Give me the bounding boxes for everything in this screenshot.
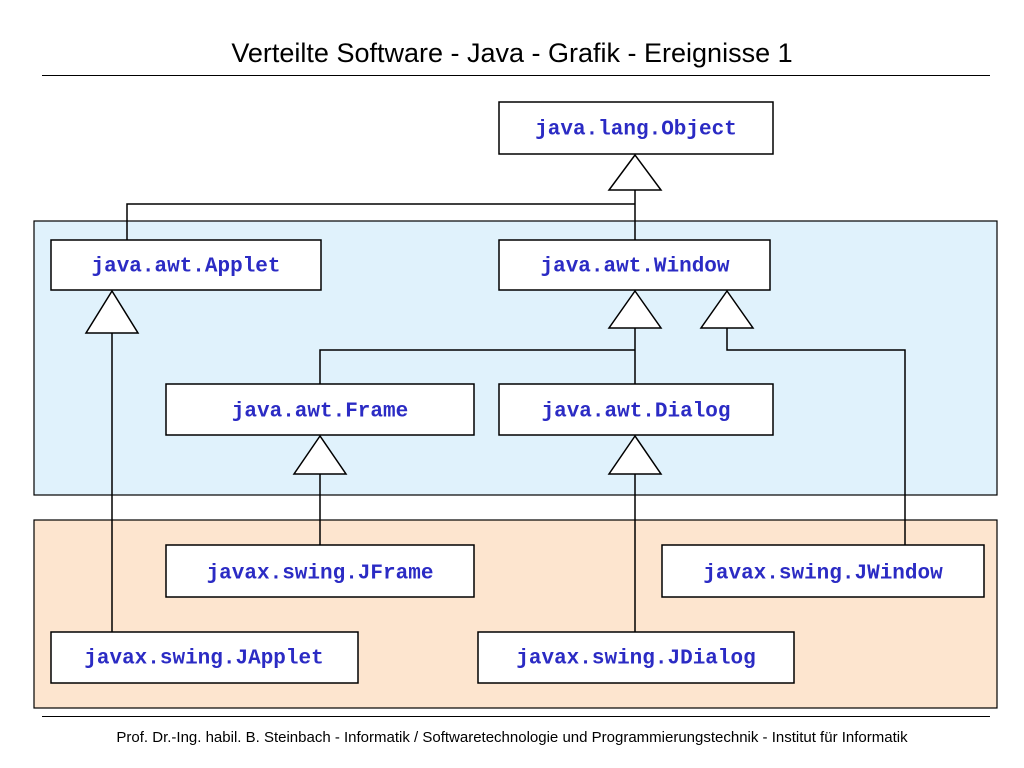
class-label-applet: java.awt.Applet bbox=[91, 256, 280, 279]
class-box-japplet: javax.swing.JApplet bbox=[50, 631, 359, 684]
footer-text: Prof. Dr.-Ing. habil. B. Steinbach - Inf… bbox=[116, 729, 908, 746]
class-box-object: java.lang.Object bbox=[498, 101, 774, 155]
class-label-japplet: javax.swing.JApplet bbox=[84, 648, 323, 671]
header-divider bbox=[42, 75, 990, 76]
class-label-jdialog: javax.swing.JDialog bbox=[516, 648, 755, 671]
inherit-arrow-applet bbox=[84, 289, 140, 334]
class-label-window: java.awt.Window bbox=[540, 256, 729, 279]
class-label-jwindow: javax.swing.JWindow bbox=[703, 563, 943, 586]
class-box-jwindow: javax.swing.JWindow bbox=[661, 544, 985, 598]
class-box-dialog: java.awt.Dialog bbox=[498, 383, 774, 436]
inherit-arrow-object bbox=[607, 153, 663, 191]
footer-divider bbox=[42, 716, 990, 717]
class-box-jdialog: javax.swing.JDialog bbox=[477, 631, 795, 684]
inherit-arrow-frame bbox=[292, 434, 348, 475]
class-box-window: java.awt.Window bbox=[498, 239, 771, 291]
class-box-applet: java.awt.Applet bbox=[50, 239, 322, 291]
class-label-dialog: java.awt.Dialog bbox=[541, 401, 730, 424]
class-box-frame: java.awt.Frame bbox=[165, 383, 475, 436]
class-box-jframe: javax.swing.JFrame bbox=[165, 544, 475, 598]
inherit-arrow-window-swing bbox=[699, 289, 755, 329]
page-title: Verteilte Software - Java - Grafik - Ere… bbox=[231, 38, 793, 68]
inherit-arrow-dialog bbox=[607, 434, 663, 475]
class-label-object: java.lang.Object bbox=[535, 119, 737, 142]
class-label-jframe: javax.swing.JFrame bbox=[207, 563, 434, 586]
inheritance-connectors bbox=[111, 190, 906, 632]
class-label-frame: java.awt.Frame bbox=[232, 401, 408, 424]
inherit-arrow-window bbox=[607, 289, 663, 329]
